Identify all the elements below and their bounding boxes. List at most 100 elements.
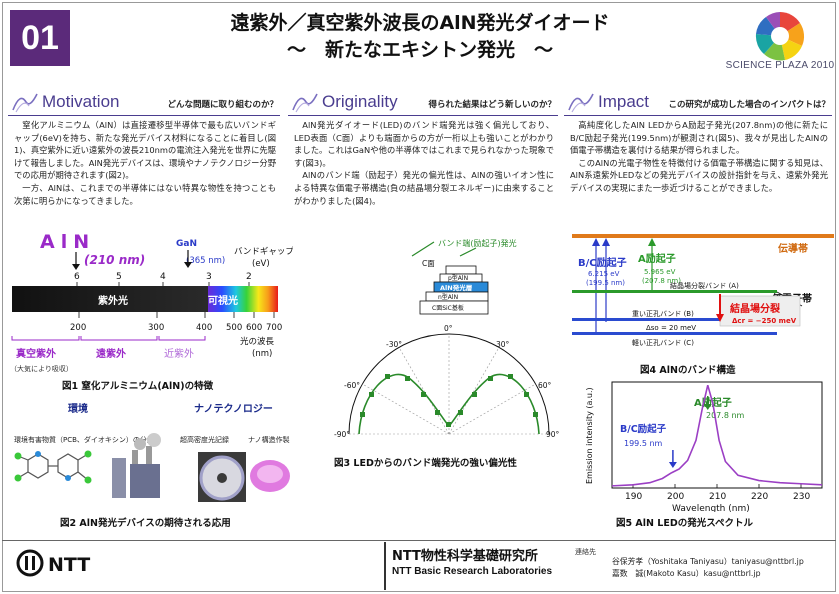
region-nuv: 近紫外 — [164, 347, 194, 360]
a-peak-arrow-head — [703, 404, 712, 410]
ntt-logo: NTT — [16, 549, 90, 577]
a-exciton-label: A励起子 — [638, 252, 676, 265]
conduction-band-line — [572, 234, 834, 238]
region-duv: 遠紫外 — [96, 347, 126, 360]
bc-peak-label: B/C励起子 — [620, 423, 667, 435]
ev-tick: 6 — [74, 272, 80, 282]
section-name: Motivation — [42, 92, 120, 111]
title-line-2: ～ 新たなエキシトン発光 ～ — [286, 39, 553, 61]
section-name: Originality — [322, 92, 398, 111]
swirl-icon — [12, 93, 38, 113]
ev-tick: 2 — [246, 272, 252, 282]
env-desc: 環境有害物質（PCB、ダイオキシン）の分解 — [14, 435, 154, 444]
x-tick-label: 190 — [625, 492, 642, 502]
science-plaza-text: SCIENCE PLAZA 2010 — [725, 60, 835, 71]
angle-90: 90° — [546, 430, 560, 439]
heavy-band-label: 重い正孔バンド (B) — [632, 310, 694, 318]
figure-2-caption: 図2 AlN発光デバイスの期待される応用 — [60, 518, 231, 529]
x-tick-label: 230 — [793, 492, 810, 502]
angle-0: 0° — [444, 324, 453, 333]
figure-3-caption: 図3 LEDからのバンド端発光の強い偏光性 — [334, 458, 517, 469]
chart-series — [611, 384, 823, 487]
title-line-1: 遠紫外／真空紫外波長のAlN発光ダイオード — [230, 12, 610, 34]
nm-tick: 400 — [196, 323, 212, 333]
paragraph: AlN発光ダイオード(LED)のバンド端発光は強く偏光しており、LED表面（C面… — [294, 120, 554, 168]
polar-data-points — [360, 374, 538, 427]
optical-disc-illustration — [198, 452, 246, 502]
bandgap-unit: (eV) — [252, 259, 270, 269]
ev-ticks: 6 5 4 3 2 — [74, 272, 252, 282]
region-vuv-note: （大気により吸収） — [10, 364, 73, 373]
c-plane-label: C面 — [422, 259, 435, 268]
gan-label: GaN — [176, 239, 197, 249]
so-value: Δso = 20 meV — [646, 324, 696, 332]
figure-5-caption: 図5 AlN LEDの発光スペクトル — [616, 518, 754, 529]
molecule-illustration — [17, 453, 89, 481]
nano-desc-1: 超高密度光記録 — [180, 435, 229, 444]
figure-2-applications: 環境 環境有害物質（PCB、ダイオキシン）の分解 ナノテクノロジー 超高密度光記… — [14, 402, 290, 502]
angle-neg60: -60° — [344, 381, 360, 390]
figure-4-caption: 図4 AlNのバンド構造 — [640, 365, 736, 376]
env-title: 環境 — [68, 402, 88, 415]
figure-4-band-structure: 伝導帯 B/C励起子 6.215 eV (199.5 nm) A励起子 5.96… — [572, 234, 834, 347]
paragraph: AlNのバンド端（励起子）発光の偏光性は、AlNの強いイオン性による特異な価電子… — [294, 170, 554, 206]
section-question: この研究が成功した場合のインパクトは？ — [668, 100, 830, 110]
figure-1-caption: 図1 窒化アルミニウム(AlN)の特徴 — [62, 381, 214, 392]
paragraph: 高純度化したAlN LEDからA励起子発光(207.8nm)の他に新たにB/C励… — [570, 120, 828, 156]
poster-number-badge: 01 — [10, 10, 70, 66]
contact-label: 連絡先 — [575, 548, 596, 556]
nano-desc-2: ナノ構造作製 — [248, 435, 290, 444]
nm-tick: 600 — [246, 323, 262, 333]
ntt-text: NTT — [48, 554, 90, 576]
impact-body: 高純度化したAlN LEDからA励起子発光(207.8nm)の他に新たにB/C励… — [570, 119, 828, 195]
ev-tick: 5 — [116, 272, 122, 282]
x-tick-label: 220 — [751, 492, 768, 502]
layer-substrate: C面SiC基板 — [432, 304, 464, 312]
ev-tick: 4 — [160, 272, 166, 282]
lab-name-en: NTT Basic Research Laboratories — [392, 566, 553, 577]
uv-region-bar — [12, 286, 208, 312]
layer-n: n型AlN — [438, 293, 458, 301]
light-hole-band-line — [572, 332, 777, 335]
x-tick-label: 200 — [667, 492, 684, 502]
angle-neg90: -90° — [334, 430, 350, 439]
bc-exciton-label: B/C励起子 — [578, 256, 627, 269]
section-header-impact: Impact この研究が成功した場合のインパクトは？ — [564, 90, 832, 116]
x-tick-label: 210 — [709, 492, 726, 502]
angle-30: 30° — [496, 340, 510, 349]
figure-1-bandgap: AlN (210 nm) GaN (365 nm) バンドギャップ (eV) 6… — [10, 231, 293, 373]
footer-divider — [2, 540, 836, 541]
section-header-originality: Originality 得られた結果はどう新しいのか？ — [288, 90, 558, 116]
led-layer-stack — [419, 265, 489, 315]
factory-illustration — [112, 433, 161, 498]
nm-tick: 200 — [70, 323, 86, 333]
a-peak-nm: 207.8 nm — [706, 411, 745, 420]
lab-name-jp: NTT物性科学基礎研究所 — [392, 549, 538, 564]
a-energy: 5.965 eV — [644, 268, 676, 276]
paragraph: 一方、AlNは、これまでの半導体にはない特異な物性を持つことも次第に明らかになっ… — [14, 182, 276, 206]
section-question: どんな問題に取り組むのか？ — [167, 100, 278, 110]
nm-ticks: 200 300 400 500 600 700 — [70, 323, 282, 333]
a-wavelength: (207.8 nm) — [642, 277, 681, 285]
uv-label: 紫外光 — [98, 294, 128, 307]
conduction-band-label: 伝導帯 — [778, 242, 808, 255]
angle-neg30: -30° — [386, 340, 402, 349]
aln-arrow-head — [72, 264, 80, 270]
lab-box — [384, 542, 564, 590]
nm-tick: 300 — [148, 323, 164, 333]
paragraph: 窒化アルミニウム（AlN）は直接遷移型半導体で最も広いバンドギャップ(6eV)を… — [14, 120, 276, 181]
axis-unit: (nm) — [252, 349, 272, 359]
contact-info: 谷保芳孝（Yoshitaka Taniyasu）taniyasu@nttbrl.… — [612, 556, 804, 580]
crystal-split-box — [719, 295, 801, 327]
axis-label: 光の波長 — [240, 336, 275, 347]
page-title: 遠紫外／真空紫外波長のAlN発光ダイオード ～ 新たなエキシトン発光 ～ — [120, 10, 720, 64]
layer-p: p型AlN — [448, 274, 468, 282]
y-axis-label: Emission intensity (a.u.) — [585, 387, 594, 484]
polar-outer-arc — [348, 333, 550, 435]
bandgap-label: バンドギャップ — [234, 247, 293, 257]
nm-tick: 700 — [266, 323, 282, 333]
paragraph: このAlNの光電子物性を特徴付ける価電子帯構造に関する知見は、AlN系遠紫外LE… — [570, 157, 828, 193]
contact-line: 嘉数 誠(Makoto Kasu）kasu@nttbrl.jp — [612, 569, 761, 578]
